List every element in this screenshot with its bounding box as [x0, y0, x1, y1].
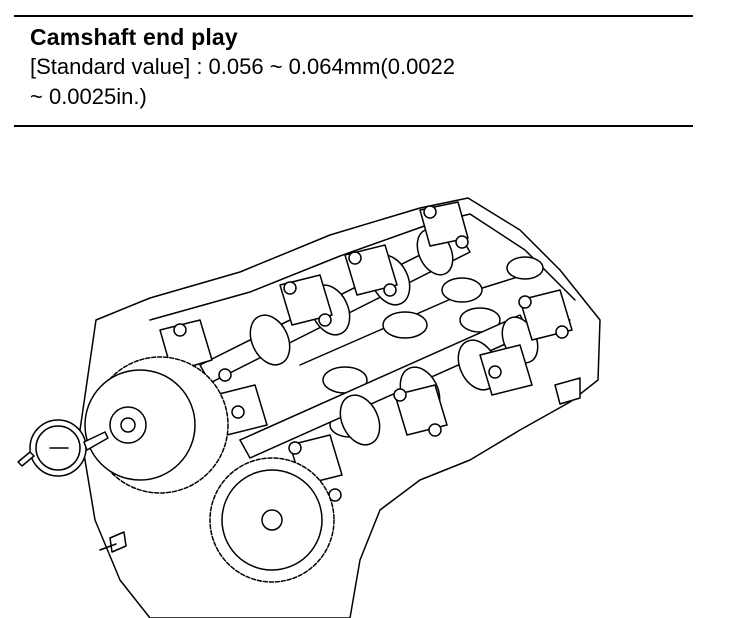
spec-title: Camshaft end play — [30, 24, 238, 50]
cam-lobe — [339, 394, 381, 446]
bottom-rule — [14, 125, 693, 127]
cap-bolt — [455, 235, 469, 249]
cylinder-head-rear-rail — [299, 269, 541, 366]
spec-standard-value-line-1: [Standard value] : 0.056 ~ 0.064mm(0.002… — [30, 54, 456, 79]
bearing-cap — [394, 384, 448, 436]
dial-indicator-stand — [17, 451, 35, 467]
side-bracket — [554, 377, 581, 405]
cap-bolt — [383, 283, 397, 297]
engine-illustration — [0, 180, 736, 618]
cap-bolt — [283, 281, 297, 295]
cap-bolt — [428, 423, 442, 437]
cap-bolt — [393, 388, 407, 402]
cap-bolt — [288, 441, 302, 455]
engine-drawing — [17, 197, 601, 618]
cap-bolt — [318, 313, 332, 327]
top-rule — [14, 15, 693, 17]
cap-bolt — [423, 205, 437, 219]
cam-lobe — [249, 314, 291, 366]
valve-pocket — [506, 256, 544, 280]
cap-bolt — [488, 365, 502, 379]
block-stud — [109, 531, 127, 553]
valve-pocket — [382, 311, 428, 339]
dial-indicator-stem — [83, 431, 109, 451]
cap-bolt — [218, 368, 232, 382]
cap-bolt — [173, 323, 187, 337]
cam-phaser-bolt — [120, 417, 136, 433]
spec-standard-value-line-2: ~ 0.0025in.) — [30, 84, 147, 109]
valve-pocket — [441, 277, 483, 303]
spec-block: Camshaft end play [Standard value] : 0.0… — [30, 22, 680, 112]
cap-bolt — [518, 295, 532, 309]
block-stud — [99, 543, 117, 551]
cap-bolt — [555, 325, 569, 339]
valve-pocket — [459, 307, 501, 333]
cap-bolt — [348, 251, 362, 265]
cam-sprocket-lower-hub — [261, 509, 283, 531]
bearing-cap — [479, 344, 533, 396]
cap-bolt — [231, 405, 245, 419]
